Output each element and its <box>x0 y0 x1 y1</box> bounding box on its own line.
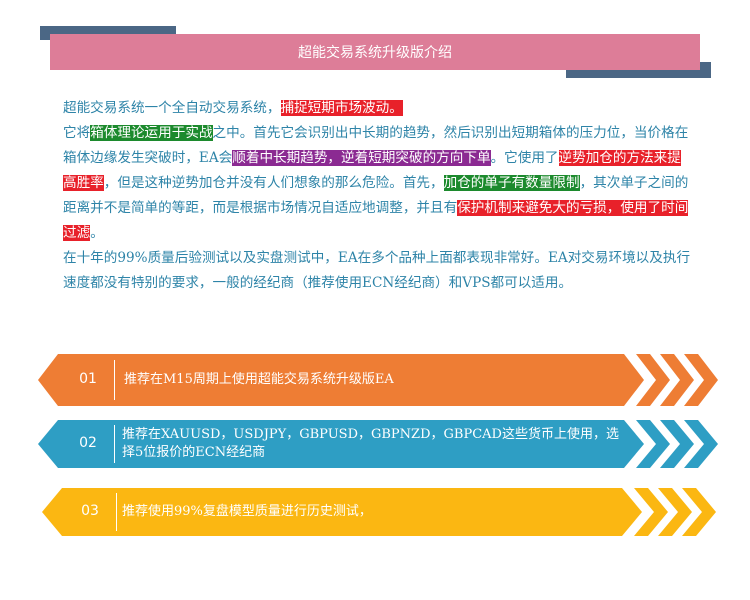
test-paragraph: 在十年的99%质量后验测试以及实盘测试中，EA在多个品种上面都表现非常好。EA对… <box>63 250 691 291</box>
item-text: 推荐使用99%复盘模型质量进行历史测试， <box>122 504 372 519</box>
arrow-shape <box>38 354 718 406</box>
highlight-red: 捕捉短期市场波动。 <box>280 100 403 116</box>
arrow-shape <box>38 420 718 468</box>
item-text: 推荐在M15周期上使用超能交易系统升级版EA <box>124 372 394 387</box>
text-segment: 它将 <box>63 125 91 141</box>
recommendation-arrow-1: 01 推荐在M15周期上使用超能交易系统升级版EA <box>38 354 718 406</box>
item-number: 03 <box>81 503 99 519</box>
text-segment: 。它使用了 <box>490 150 559 166</box>
recommendation-arrow-3: 03 推荐使用99%复盘模型质量进行历史测试， <box>42 488 716 536</box>
page-title: 超能交易系统升级版介绍 <box>298 45 452 61</box>
text-segment: 超能交易系统一个全自动交易系统， <box>63 100 281 116</box>
item-text: 推荐在XAUUSD，USDJPY，GBPUSD，GBPNZD，GBPCAD这些货… <box>122 427 619 460</box>
highlight-purple: 顺着中长期趋势，逆着短期突破的方向下单 <box>232 150 491 166</box>
intro-paragraph: 超能交易系统一个全自动交易系统，捕捉短期市场波动。它将箱体理论运用于实战之中。首… <box>63 96 693 246</box>
item-number: 01 <box>79 371 97 387</box>
title-banner: 超能交易系统升级版介绍 <box>50 34 700 70</box>
recommendation-arrow-2: 02 推荐在XAUUSD，USDJPY，GBPUSD，GBPNZD，GBPCAD… <box>38 420 718 468</box>
divider <box>114 425 115 463</box>
text-segment: 。 <box>90 225 104 241</box>
divider <box>116 493 117 531</box>
text-segment: ，但是这种逆势加仓并没有人们想象的那么危险。首先， <box>103 175 444 191</box>
text-segment: ，其次单子之间的距离并不是简单的等距，而是根据市场情况自适应地调整，并且有 <box>63 175 689 216</box>
highlight-green: 加仓的单子有数量限制 <box>443 175 580 191</box>
item-number: 02 <box>79 435 97 451</box>
text-segment: 之中。首先它会识别出中长期的趋势，然后识别出短期箱体的压力位，当价格在箱体边缘发… <box>63 125 689 166</box>
divider <box>114 360 115 400</box>
arrow-shape <box>42 488 716 536</box>
highlight-green: 箱体理论运用于实战 <box>90 125 213 141</box>
